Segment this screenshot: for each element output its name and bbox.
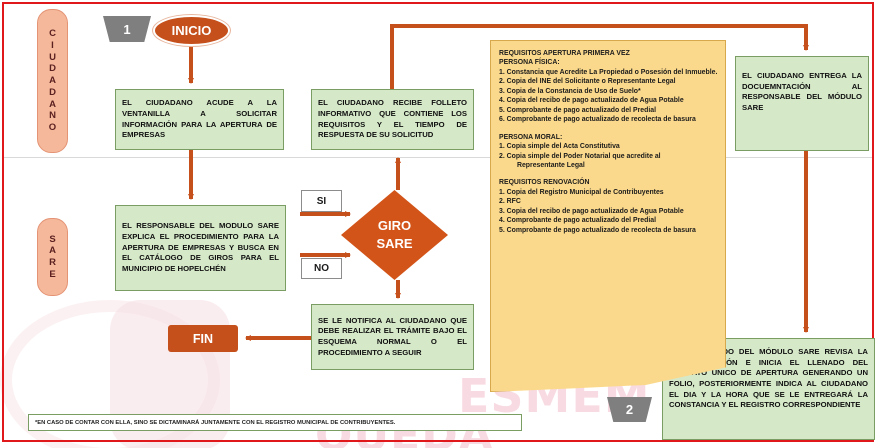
lane-letter: A <box>49 75 56 87</box>
decision-line-1: GIRO <box>377 218 412 234</box>
req-item: 5. Comprobante de pago actualizado de re… <box>499 226 696 234</box>
arrow-folleto-to-entrega <box>390 24 809 89</box>
box-text: EL CIUDADANO ACUDE A LA VENTANILLA A SOL… <box>122 98 277 140</box>
lane-letter: S <box>49 233 56 245</box>
req-spacer <box>499 170 718 178</box>
req-item: 1. Copia del Registro Municipal de Contr… <box>499 188 664 196</box>
req-title-fisica: PERSONA FÍSICA: <box>499 59 560 67</box>
req-title-moral: PERSONA MORAL: <box>499 133 563 141</box>
box-text: EL RESPONSABLE DEL MODULO SARE EXPLICA E… <box>122 221 279 273</box>
req-item: 2. Copia simple del Poder Notarial que a… <box>499 152 661 160</box>
lane-letter: R <box>49 257 56 268</box>
lane-letter: C <box>49 28 56 40</box>
lane-letter: I <box>51 40 54 52</box>
decision-line-2: SARE <box>376 236 413 251</box>
req-title-apertura: REQUISITOS APERTURA PRIMERA VEZ <box>499 50 630 57</box>
label-no: NO <box>301 258 342 279</box>
req-item: 2. RFC <box>499 198 521 206</box>
start-terminal: INICIO <box>155 17 228 44</box>
box-notifica: SE LE NOTIFICA AL CIUDADANO QUE DEBE REA… <box>311 304 474 370</box>
req-item: 2. Copia del INE del Solicitante o Repre… <box>499 78 676 86</box>
lane-divider <box>4 157 872 158</box>
lane-ciudadano: C I U D A D A N O <box>37 9 68 153</box>
req-item: Representante Legal <box>517 161 585 169</box>
req-item: 4. Comprobante de pago actualizado del P… <box>499 217 656 225</box>
lane-letter: E <box>49 268 56 280</box>
end-terminal: FIN <box>168 325 238 352</box>
box-text: EL CIUDADANO RECIBE FOLLETO INFORMATIVO … <box>318 98 467 140</box>
lane-letter: A <box>49 98 56 110</box>
requirements-document: REQUISITOS APERTURA PRIMERA VEZ PERSONA … <box>490 40 726 392</box>
req-spacer <box>499 125 718 133</box>
lane-letter: D <box>49 63 56 75</box>
lane-letter: U <box>49 51 56 63</box>
req-item: 1. Copia simple del Acta Constitutiva <box>499 143 620 151</box>
page-frame <box>2 2 874 442</box>
req-title-renovacion: REQUISITOS RENOVACIÓN <box>499 179 590 187</box>
req-item: 5. Comprobante de pago actualizado del P… <box>499 106 656 114</box>
step-1-tag: 1 <box>103 16 151 42</box>
req-item: 4. Copia del recibo de pago actualizado … <box>499 97 684 105</box>
box-text: EL ENCARGADO DEL MÓDULO SARE REVISA LA D… <box>669 347 868 410</box>
step-2-tag: 2 <box>607 397 652 422</box>
lane-letter: O <box>48 121 57 133</box>
req-item: 6. Comprobante de pago actualizado de re… <box>499 116 696 124</box>
lane-sare: S A R E <box>37 218 68 296</box>
label-si: SI <box>301 190 342 212</box>
lane-letter: N <box>49 110 56 122</box>
req-item: 3. Copia del recibo de pago actualizado … <box>499 207 684 215</box>
req-item: 3. Copia de la Constancia de Uso de Suel… <box>499 87 641 95</box>
box-ciudadano-solicita: EL CIUDADANO ACUDE A LA VENTANILLA A SOL… <box>115 89 284 150</box>
box-recibe-folleto: EL CIUDADANO RECIBE FOLLETO INFORMATIVO … <box>311 89 474 150</box>
box-text: SE LE NOTIFICA AL CIUDADANO QUE DEBE REA… <box>318 315 467 357</box>
footnote: *EN CASO DE CONTAR CON ELLA, SINO SE DIC… <box>28 414 522 431</box>
box-responsable-explica: EL RESPONSABLE DEL MODULO SARE EXPLICA E… <box>115 205 286 291</box>
lane-letter: A <box>49 245 56 257</box>
box-entrega-documentacion: EL CIUDADANO ENTREGA LA DOCUEMNTACIÓN AL… <box>735 56 869 151</box>
box-text: EL CIUDADANO ENTREGA LA DOCUEMNTACIÓN AL… <box>742 71 862 112</box>
lane-letter: D <box>49 86 56 98</box>
req-item: 1. Constancia que Acredite La Propiedad … <box>499 68 718 76</box>
